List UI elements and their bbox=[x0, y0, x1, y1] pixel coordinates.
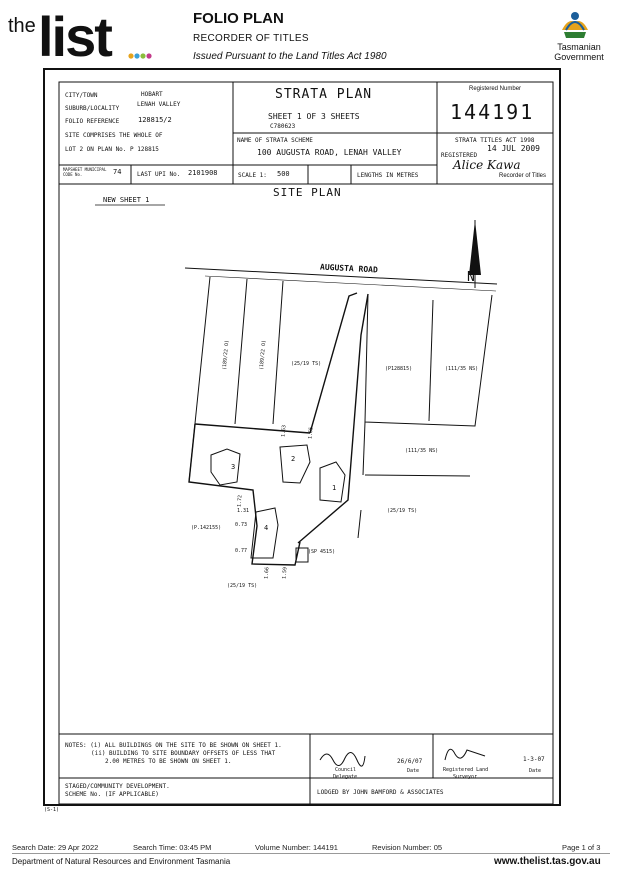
registered-number: 144191 bbox=[450, 100, 535, 124]
tasmanian-government-crest-icon bbox=[562, 12, 588, 38]
logo-dot bbox=[128, 53, 134, 59]
department-name: Department of Natural Resources and Envi… bbox=[12, 857, 231, 866]
sheet-of: SHEET 1 OF 3 SHEETS bbox=[268, 112, 360, 121]
logo-dot bbox=[146, 53, 152, 59]
plan-sheet: CITY/TOWN HOBART SUBURB/LOCALITY LENAH V… bbox=[43, 68, 561, 806]
notes-line-1: NOTES: (i) ALL BUILDINGS ON THE SITE TO … bbox=[65, 742, 282, 749]
gov-line-1: Tasmanian bbox=[557, 42, 601, 52]
folio-label: FOLIO REFERENCE bbox=[65, 118, 120, 125]
lot-label: (P.142155) bbox=[191, 525, 222, 531]
delegate-label: Delegate bbox=[333, 774, 358, 780]
registered-number-label: Registered Number bbox=[469, 86, 522, 92]
lot-label: (111/35 NS) bbox=[445, 366, 479, 372]
council-date: 26/6/07 bbox=[397, 758, 423, 765]
plan-type-title: STRATA PLAN bbox=[275, 87, 373, 102]
act-line: Issued Pursuant to the Land Titles Act 1… bbox=[193, 51, 387, 62]
staged-line-1: STAGED/COMMUNITY DEVELOPMENT. bbox=[65, 783, 170, 790]
suburb-label: SUBURB/LOCALITY bbox=[65, 105, 120, 112]
lot-line: LOT 2 ON PLAN No. P 128815 bbox=[65, 146, 159, 153]
surveyor-label-1: Registered Land bbox=[443, 767, 489, 773]
city-value: HOBART bbox=[141, 91, 163, 98]
search-time: Search Time: 03:45 PM bbox=[133, 843, 212, 852]
suburb-value: LENAH VALLEY bbox=[137, 101, 181, 108]
site-plan-title: SITE PLAN bbox=[273, 186, 342, 199]
recorder-label: Recorder of Titles bbox=[499, 173, 547, 179]
scale-value: 500 bbox=[277, 170, 290, 178]
page-number: Page 1 of 3 bbox=[562, 843, 601, 852]
scheme-name-label: NAME OF STRATA SCHEME bbox=[237, 137, 313, 144]
last-upi-value: 2101908 bbox=[188, 169, 218, 177]
unit-number: 4 bbox=[264, 524, 269, 532]
revision-number: Revision Number: 05 bbox=[372, 843, 443, 852]
dimension-label: 1.59 bbox=[281, 566, 289, 580]
svg-text:list: list bbox=[38, 5, 112, 62]
logo-dot bbox=[134, 53, 140, 59]
council-label: Council bbox=[335, 767, 357, 773]
lot-label: (P128815) bbox=[385, 366, 413, 372]
lot-label: (25/19 TS) bbox=[387, 508, 418, 514]
dimension-label: 0.77 bbox=[235, 548, 248, 554]
svg-text:the: the bbox=[8, 15, 36, 37]
scheme-name-value: 100 AUGUSTA ROAD, LENAH VALLEY bbox=[257, 148, 402, 157]
footer-divider bbox=[12, 853, 610, 854]
lot-label: (25/19 TS) bbox=[291, 361, 322, 367]
site-comprises: SITE COMPRISES THE WHOLE OF bbox=[65, 132, 163, 139]
surveyor-date: 1-3-07 bbox=[523, 756, 545, 763]
page-title: FOLIO PLAN bbox=[193, 10, 284, 27]
last-upi-label: LAST UPI No. bbox=[137, 171, 181, 178]
lengths-label: LENGTHS IN METRES bbox=[357, 172, 419, 179]
new-sheet-label: NEW SHEET 1 bbox=[103, 196, 150, 204]
volume-number: Volume Number: 144191 bbox=[255, 843, 338, 852]
dimension-label: 1.65 bbox=[307, 426, 315, 440]
folio-value: 128815/2 bbox=[138, 116, 172, 124]
thelist-logo: the list bbox=[8, 5, 152, 62]
page-subtitle: RECORDER OF TITLES bbox=[193, 33, 309, 44]
dimension-label: 0.73 bbox=[235, 522, 248, 528]
plan-linework bbox=[58, 81, 554, 804]
council-date-label: Date bbox=[407, 768, 420, 774]
mapsheet-label: MAPSHEET MUNICIPAL CODE No. bbox=[63, 167, 107, 177]
dimension-label: 1.31 bbox=[237, 508, 250, 514]
dimension-label: 1.66 bbox=[263, 566, 271, 580]
staged-line-2: SCHEME No. (IF APPLICABLE) bbox=[65, 791, 159, 798]
gov-line-2: Government bbox=[554, 52, 604, 62]
surveyor-label-2: Surveyor bbox=[453, 774, 478, 780]
recorder-signature: Alice Kawa bbox=[453, 158, 521, 172]
dimension-label: 1.72 bbox=[236, 494, 244, 508]
logo-dot bbox=[140, 53, 146, 59]
lot-label: (SP 4515) bbox=[308, 549, 336, 555]
lot-label: (25/19 TS) bbox=[227, 583, 258, 589]
strata-act: STRATA TITLES ACT 1998 bbox=[455, 137, 535, 144]
registered-label: REGISTERED bbox=[441, 152, 478, 159]
notes-line-3: 2.00 METRES TO BE SHOWN ON SHEET 1. bbox=[105, 758, 232, 765]
unit-number: 1 bbox=[332, 484, 337, 492]
dimension-label: 1.63 bbox=[280, 424, 288, 438]
c-reference: C780623 bbox=[270, 123, 296, 130]
form-reference: (S-1) bbox=[44, 807, 60, 813]
unit-number: 3 bbox=[231, 463, 236, 471]
unit-number: 2 bbox=[291, 455, 296, 463]
search-date: Search Date: 29 Apr 2022 bbox=[12, 843, 99, 852]
north-label: N bbox=[467, 270, 475, 285]
mapsheet-value: 74 bbox=[113, 168, 122, 176]
lodged-by: LODGED BY JOHN BAMFORD & ASSOCIATES bbox=[317, 789, 444, 796]
city-label: CITY/TOWN bbox=[65, 92, 98, 99]
surveyor-date-label: Date bbox=[529, 768, 542, 774]
registered-date: 14 JUL 2009 bbox=[487, 144, 540, 153]
notes-line-2: (ii) BUILDING TO SITE BOUNDARY OFFSETS O… bbox=[91, 750, 276, 757]
lot-label: (111/35 NS) bbox=[405, 448, 439, 454]
website-link[interactable]: www.thelist.tas.gov.au bbox=[494, 856, 601, 867]
scale-label: SCALE 1: bbox=[238, 172, 267, 179]
